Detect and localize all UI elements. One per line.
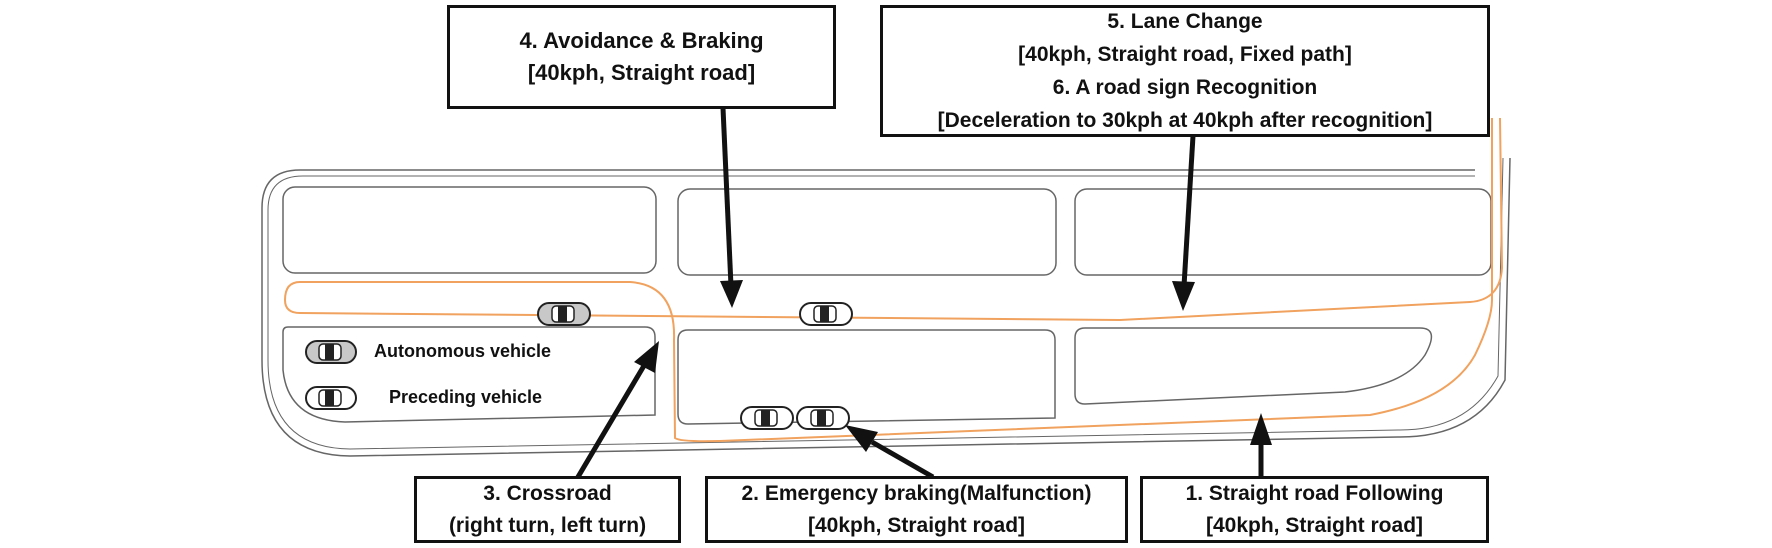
arrow-scenario-2	[845, 425, 935, 480]
autonomous-car-icon	[305, 340, 357, 364]
scenario-box-5-6: 5. Lane Change [40kph, Straight road, Fi…	[880, 5, 1490, 137]
block-top-right	[1074, 188, 1492, 276]
scenario-5-title: 5. Lane Change	[1107, 10, 1263, 33]
scenario-box-2: 2. Emergency braking(Malfunction) [40kph…	[705, 476, 1128, 543]
scenario-4-title: 4. Avoidance & Braking	[519, 28, 764, 53]
scenario-box-1: 1. Straight road Following [40kph, Strai…	[1140, 476, 1489, 543]
arrow-scenario-1	[1250, 413, 1272, 478]
scenario-5-detail: [40kph, Straight road, Fixed path]	[1018, 43, 1352, 66]
track-boundary-inner	[267, 157, 1504, 450]
block-bottom-right	[1074, 327, 1433, 405]
preceding-car-icon	[740, 406, 794, 430]
scenario-3-detail: (right turn, left turn)	[448, 513, 647, 537]
autonomous-car-icon	[537, 302, 591, 326]
legend-preceding-label: Preceding vehicle	[389, 387, 543, 407]
arrow-scenario-4	[720, 107, 743, 308]
scenario-1-title: 1. Straight road Following	[1185, 481, 1444, 505]
route-path	[283, 117, 1504, 443]
preceding-car-icon	[799, 302, 853, 326]
scenario-6-title: 6. A road sign Recognition	[1052, 76, 1318, 99]
preceding-car-icon	[305, 386, 357, 410]
arrow-scenario-3	[572, 341, 659, 484]
scenario-box-4: 4. Avoidance & Braking [40kph, Straight …	[447, 5, 836, 109]
block-top-middle	[677, 188, 1057, 276]
scenario-2-detail: [40kph, Straight road]	[807, 513, 1026, 537]
legend-autonomous-label: Autonomous vehicle	[374, 341, 552, 361]
block-bottom-left	[282, 326, 656, 423]
scenario-2-title: 2. Emergency braking(Malfunction)	[741, 481, 1092, 505]
scenario-6-detail: [Deceleration to 30kph at 40kph after re…	[937, 109, 1433, 132]
arrow-scenario-5	[1172, 135, 1196, 311]
preceding-car-icon	[796, 406, 850, 430]
block-top-left	[282, 186, 657, 274]
track-boundary	[261, 157, 1511, 457]
scenario-box-3: 3. Crossroad (right turn, left turn)	[414, 476, 681, 543]
scenario-4-detail: [40kph, Straight road]	[527, 60, 756, 85]
scenario-1-detail: [40kph, Straight road]	[1205, 513, 1424, 537]
scenario-3-title: 3. Crossroad	[483, 481, 612, 505]
block-bottom-middle	[677, 329, 1056, 425]
